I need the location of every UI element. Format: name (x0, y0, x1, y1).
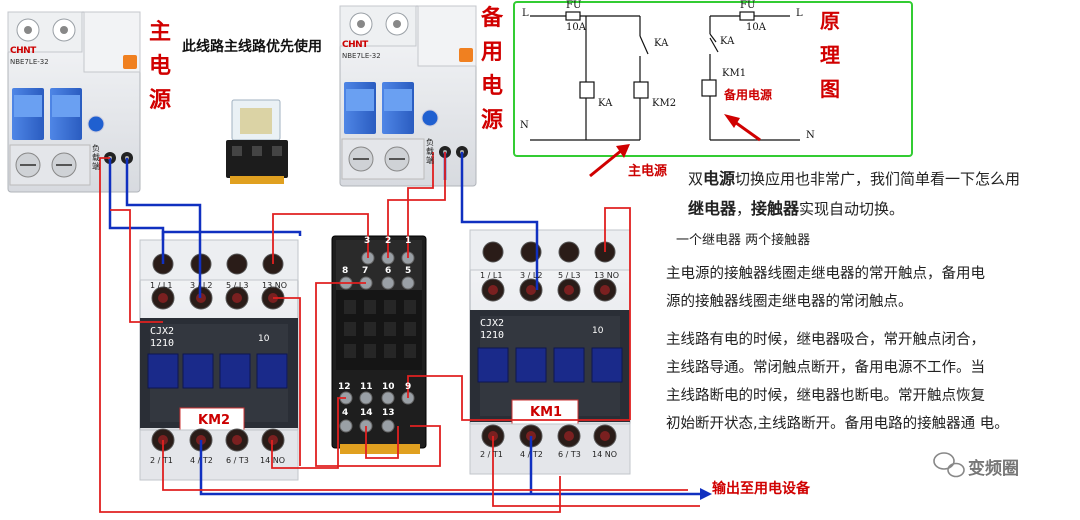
output-label: 输出至用电设备 (712, 481, 810, 497)
desc-p4-line1: 主线路有电的时候，继电器吸合，常开触点闭合， (666, 332, 985, 348)
wechat-icon (933, 452, 965, 478)
km1-t1-label: 1 / L1 (480, 271, 503, 280)
desc-line1: 双电源切换应用也非常广，我们简单看一下怎么用 (688, 169, 1021, 188)
desc-line2: 继电器，接触器实现自动切换。 (688, 199, 905, 218)
km1-rating: 10 (592, 326, 604, 336)
sch-backup-label: 备用电源 (724, 88, 773, 102)
relay-photo (226, 99, 288, 184)
relay-term-11: 11 (360, 382, 373, 392)
sch-L-right: L (796, 8, 803, 19)
desc-p4-line2: 主线路导通。常闭触点断开，备用电源不工作。当 (666, 360, 985, 376)
sch-KA-coil: KA (598, 98, 613, 109)
main-breaker-model: NBE7LE-32 (10, 58, 49, 66)
wires-live (99, 152, 700, 513)
main-source-label: 主电源 (148, 20, 171, 113)
relay-term-10: 10 (382, 382, 395, 392)
km2-b3-label: 6 / T3 (226, 456, 249, 465)
relay-term-14: 14 (360, 408, 373, 418)
relay-term-9: 9 (405, 382, 412, 392)
km1-name: KM1 (530, 405, 563, 420)
km1-t4-label: 13 NO (594, 271, 620, 280)
km2-t3-label: 5 / L3 (226, 281, 249, 290)
contactor-km1 (469, 229, 631, 475)
sch-fuse-right: 10A (746, 22, 766, 33)
sch-fuse-left: 10A (566, 22, 586, 33)
schematic-title: 原理图 (820, 9, 840, 101)
backup-breaker-brand: CHNT (342, 40, 368, 50)
km2-b1-label: 2 / T1 (150, 456, 173, 465)
main-load-side-label: 负载端 (92, 144, 100, 171)
relay-term-6: 6 (385, 266, 392, 276)
sch-N-left: N (520, 120, 529, 131)
km1-b3-label: 6 / T3 (558, 450, 581, 459)
sch-FU-right: FU (740, 0, 756, 11)
km2-b4-label: 14 NO (260, 456, 286, 465)
km2-name: KM2 (198, 413, 231, 428)
relay-term-13: 13 (382, 408, 395, 418)
desc-summary: 一个继电器 两个接触器 (676, 233, 811, 248)
backup-breaker-model: NBE7LE-32 (342, 52, 381, 60)
relay-term-5: 5 (405, 266, 412, 276)
km2-rating: 10 (258, 334, 270, 344)
km2-b2-label: 4 / T2 (190, 456, 213, 465)
backup-source-label: 备用电源 (480, 6, 503, 133)
sch-L-left: L (522, 8, 529, 19)
contactor-km2 (139, 239, 299, 481)
km1-b1-label: 2 / T1 (480, 450, 503, 459)
sch-FU-left: FU (566, 0, 582, 11)
km1-t2-label: 3 / L2 (520, 271, 543, 280)
relay-term-1: 1 (405, 236, 412, 246)
km1-t3-label: 5 / L3 (558, 271, 581, 280)
km1-b4-label: 14 NO (592, 450, 618, 459)
relay-term-8: 8 (342, 266, 349, 276)
schematic (513, 1, 913, 178)
output-arrow (700, 488, 712, 500)
sch-main-label: 主电源 (628, 164, 668, 179)
relay-term-2: 2 (385, 236, 392, 246)
km2-t4-label: 13 NO (262, 281, 288, 290)
backup-breaker (339, 5, 477, 187)
sch-KM2-coil: KM2 (652, 98, 677, 109)
km2-t2-label: 3 / L2 (190, 281, 213, 290)
relay-term-12: 12 (338, 382, 351, 392)
km2-t1-label: 1 / L1 (150, 281, 173, 290)
relay-term-7: 7 (362, 266, 369, 276)
sch-KA-contact: KA (654, 38, 669, 49)
sch-KM1-coil: KM1 (722, 68, 747, 79)
desc-p3-line1: 主电源的接触器线圈走继电器的常开触点，备用电 (666, 266, 985, 282)
relay-term-3: 3 (364, 236, 371, 246)
priority-note: 此线路主线路优先使用 (182, 39, 322, 55)
desc-p4-line3: 主线路断电的时候，继电器也断电。常开触点恢复 (666, 388, 985, 404)
relay-term-4: 4 (342, 408, 349, 418)
watermark: 变频圈 (968, 459, 1019, 479)
sch-N-right: N (806, 130, 815, 141)
sch-KA-nc: KA (720, 36, 735, 47)
relay-base (331, 235, 427, 454)
main-breaker (7, 11, 141, 193)
km1-b2-label: 4 / T2 (520, 450, 543, 459)
main-breaker-brand: CHNT (10, 46, 36, 56)
desc-p4-line4: 初始断开状态,主线路断开。备用电路的接触器通 电。 (666, 416, 1009, 432)
backup-load-side-label: 负载端 (426, 138, 434, 165)
desc-p3-line2: 源的接触器线圈走继电器的常闭触点。 (666, 294, 913, 310)
